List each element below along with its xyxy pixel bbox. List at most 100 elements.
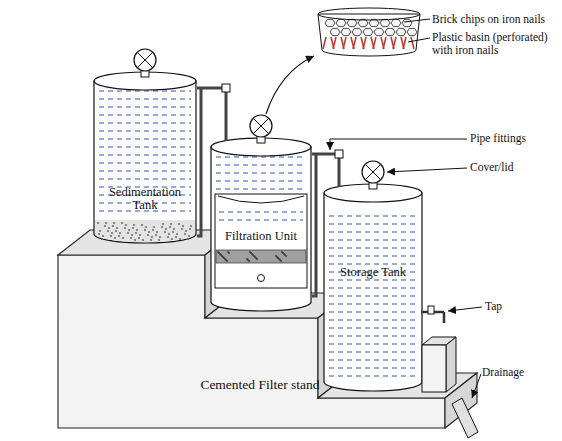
filter-layer — [249, 251, 251, 253]
pipe-connector — [312, 154, 339, 187]
water — [216, 173, 306, 174]
storage-tank: Storage Tank — [323, 158, 423, 392]
lid — [250, 115, 272, 137]
iron-nail — [333, 37, 336, 49]
filter-layer — [228, 252, 230, 254]
sediment — [124, 227, 126, 229]
water — [329, 280, 417, 281]
water — [99, 123, 191, 124]
sediment — [102, 235, 104, 237]
drain-outlet — [258, 275, 265, 282]
sediment — [175, 236, 177, 238]
sediment — [134, 239, 136, 241]
filter-layer — [283, 253, 285, 255]
stand-side — [205, 230, 237, 318]
sediment — [135, 232, 137, 234]
filter-layer — [255, 257, 257, 259]
water — [329, 216, 417, 217]
brick-chip — [391, 19, 401, 26]
brick-chip — [380, 19, 390, 26]
water — [329, 368, 417, 369]
iron-nail — [411, 37, 414, 49]
water — [99, 147, 191, 148]
sediment — [119, 232, 121, 234]
brick-chip — [374, 28, 384, 35]
water — [329, 256, 417, 257]
sediment — [114, 237, 116, 239]
sediment — [99, 230, 101, 232]
sediment — [125, 224, 127, 226]
sediment — [188, 235, 190, 237]
lid — [134, 49, 156, 71]
part-label: Tap — [485, 300, 502, 313]
sedimentation-tank: Sedimentation Tank — [93, 46, 197, 244]
sediment — [144, 229, 146, 231]
water — [99, 91, 191, 211]
water — [329, 288, 417, 289]
sediment — [184, 233, 186, 235]
iron-nail — [353, 37, 356, 49]
filtration-unit: Filtration Unit — [210, 112, 312, 312]
tap-valve — [428, 306, 434, 314]
node-title: Filtration Unit — [214, 230, 308, 243]
water — [99, 91, 191, 92]
tank-body — [94, 81, 196, 243]
sediment — [142, 239, 144, 241]
tap-box — [422, 337, 456, 392]
iron-nail — [373, 37, 376, 49]
tap-box-side — [446, 337, 456, 392]
sediment — [170, 223, 172, 225]
sediment — [181, 228, 183, 230]
sediment — [161, 226, 163, 228]
water — [329, 224, 417, 225]
sediment — [97, 222, 99, 224]
water — [99, 163, 191, 164]
filter-layer — [278, 258, 280, 260]
iron-nail — [323, 37, 414, 49]
sediment — [168, 233, 170, 235]
brick-chip — [352, 28, 362, 35]
sediment — [133, 224, 135, 226]
sediment — [115, 230, 117, 232]
stand-side — [318, 293, 350, 398]
leader-line — [404, 19, 430, 22]
basin-inset — [318, 8, 420, 56]
water — [329, 312, 417, 313]
water — [329, 264, 417, 265]
tap-box-front — [422, 345, 446, 392]
filter-layer — [218, 252, 220, 254]
brick-chip — [330, 28, 340, 35]
iron-nail — [383, 37, 386, 49]
sediment — [113, 222, 115, 224]
filter-layer — [251, 253, 253, 255]
sediment — [158, 239, 160, 241]
filter-layer — [217, 251, 219, 253]
filter-layer — [254, 256, 256, 258]
sediment — [98, 233, 100, 235]
sediment — [171, 238, 173, 240]
sediment — [128, 229, 130, 231]
sediment — [127, 232, 129, 234]
sediment — [159, 236, 161, 238]
sediment — [179, 238, 181, 240]
sediment — [116, 227, 118, 229]
water — [219, 212, 303, 213]
leader-line — [448, 307, 482, 311]
filter-frame — [215, 194, 307, 288]
sediment — [164, 231, 166, 233]
sediment — [132, 227, 134, 229]
water — [329, 296, 417, 297]
sediment — [95, 220, 195, 242]
iron-nail — [363, 37, 366, 49]
sediment — [130, 237, 132, 239]
filter-layer — [285, 255, 287, 257]
sediment — [131, 234, 133, 236]
sediment — [155, 234, 157, 236]
filter-layer — [225, 259, 227, 261]
brick-chip — [325, 19, 335, 26]
sediment — [104, 225, 106, 227]
sediment — [189, 228, 191, 230]
sediment — [148, 231, 150, 233]
